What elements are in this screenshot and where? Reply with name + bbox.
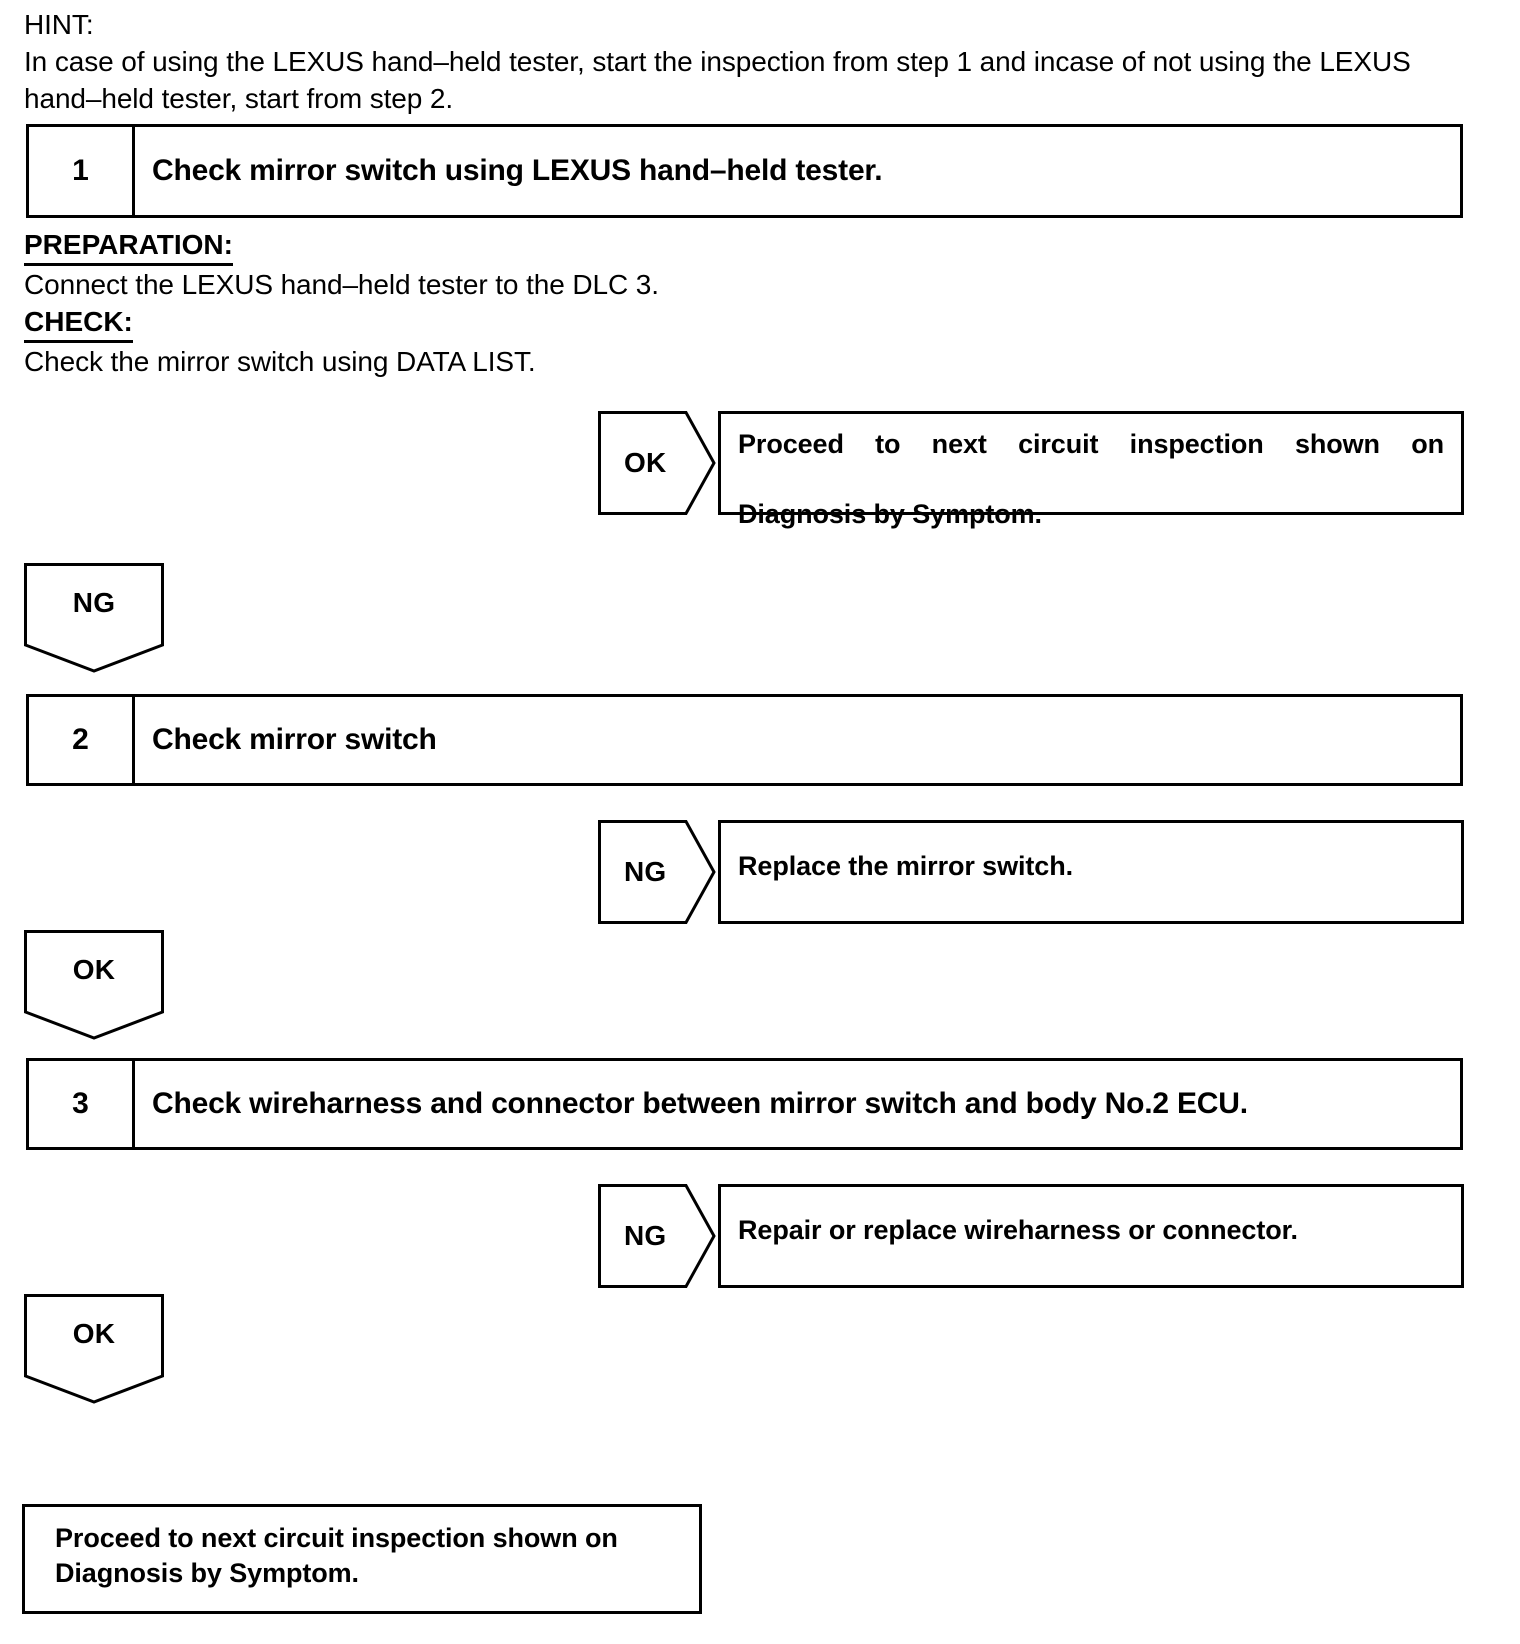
branch-tag-label: NG — [624, 1220, 667, 1251]
final-result-box: Proceed to next circuit inspection shown… — [22, 1504, 702, 1614]
branch-result-box-step3-ng: Repair or replace wireharness or connect… — [718, 1184, 1464, 1288]
branch-tag-label: OK — [624, 447, 667, 478]
hint-body: In case of using the LEXUS hand–held tes… — [24, 46, 1411, 114]
branch-tag-label: NG — [624, 856, 667, 887]
final-result-line1: Proceed to next circuit inspection shown… — [55, 1523, 618, 1553]
step-title-2: Check mirror switch — [152, 723, 437, 756]
final-result-line2: Diagnosis by Symptom. — [55, 1558, 359, 1588]
branch-result-line1: Replace the mirror switch. — [738, 851, 1074, 881]
branch-result-line1: Proceed to next circuit inspection shown… — [738, 429, 1444, 459]
branch-result-line2: Diagnosis by Symptom. — [738, 499, 1042, 529]
step-number-3: 3 — [29, 1061, 135, 1147]
pentagon-down-icon — [24, 1294, 164, 1404]
branch-step2-ng: NG Replace the mirror switch. — [598, 820, 1464, 924]
connector-ng-after-step1: NG — [24, 563, 164, 673]
connector-label: OK — [72, 1318, 116, 1349]
step-title-3: Check wireharness and connector between … — [152, 1087, 1248, 1120]
step-title-1: Check mirror switch using LEXUS hand–hel… — [152, 154, 883, 187]
step-number-2: 2 — [29, 697, 135, 783]
branch-tag-ng-arrow-icon: NG — [598, 820, 716, 924]
connector-label: OK — [72, 954, 116, 985]
preparation-text: Connect the LEXUS hand–held tester to th… — [24, 269, 659, 300]
preparation-heading: PREPARATION: — [24, 228, 233, 266]
pentagon-down-icon — [24, 930, 164, 1040]
step-number-1: 1 — [29, 127, 135, 215]
step-box-2: 2 Check mirror switch — [26, 694, 1463, 786]
connector-label: NG — [72, 587, 116, 618]
check-block: CHECK: Check the mirror switch using DAT… — [24, 305, 1024, 381]
branch-result-box-step1-ok: Proceed to next circuit inspection shown… — [718, 411, 1464, 529]
connector-ok-after-step3: OK — [24, 1294, 164, 1404]
branch-tag-ok-arrow-icon: OK — [598, 411, 716, 515]
check-text: Check the mirror switch using DATA LIST. — [24, 346, 536, 377]
branch-tag-ng-arrow-icon: NG — [598, 1184, 716, 1288]
preparation-block: PREPARATION: Connect the LEXUS hand–held… — [24, 228, 1024, 304]
step-box-1: 1 Check mirror switch using LEXUS hand–h… — [26, 124, 1463, 218]
branch-step1-ok: OK Proceed to next circuit inspection sh… — [598, 411, 1464, 529]
connector-ok-after-step2: OK — [24, 930, 164, 1040]
check-heading: CHECK: — [24, 305, 133, 343]
hint-block: HINT: In case of using the LEXUS hand–he… — [24, 6, 1419, 117]
branch-step3-ng: NG Repair or replace wireharness or conn… — [598, 1184, 1464, 1288]
branch-result-line1: Repair or replace wireharness or connect… — [738, 1215, 1298, 1245]
hint-label: HINT: — [24, 9, 94, 40]
pentagon-down-icon — [24, 563, 164, 673]
step-box-3: 3 Check wireharness and connector betwee… — [26, 1058, 1463, 1150]
branch-result-box-step2-ng: Replace the mirror switch. — [718, 820, 1464, 924]
